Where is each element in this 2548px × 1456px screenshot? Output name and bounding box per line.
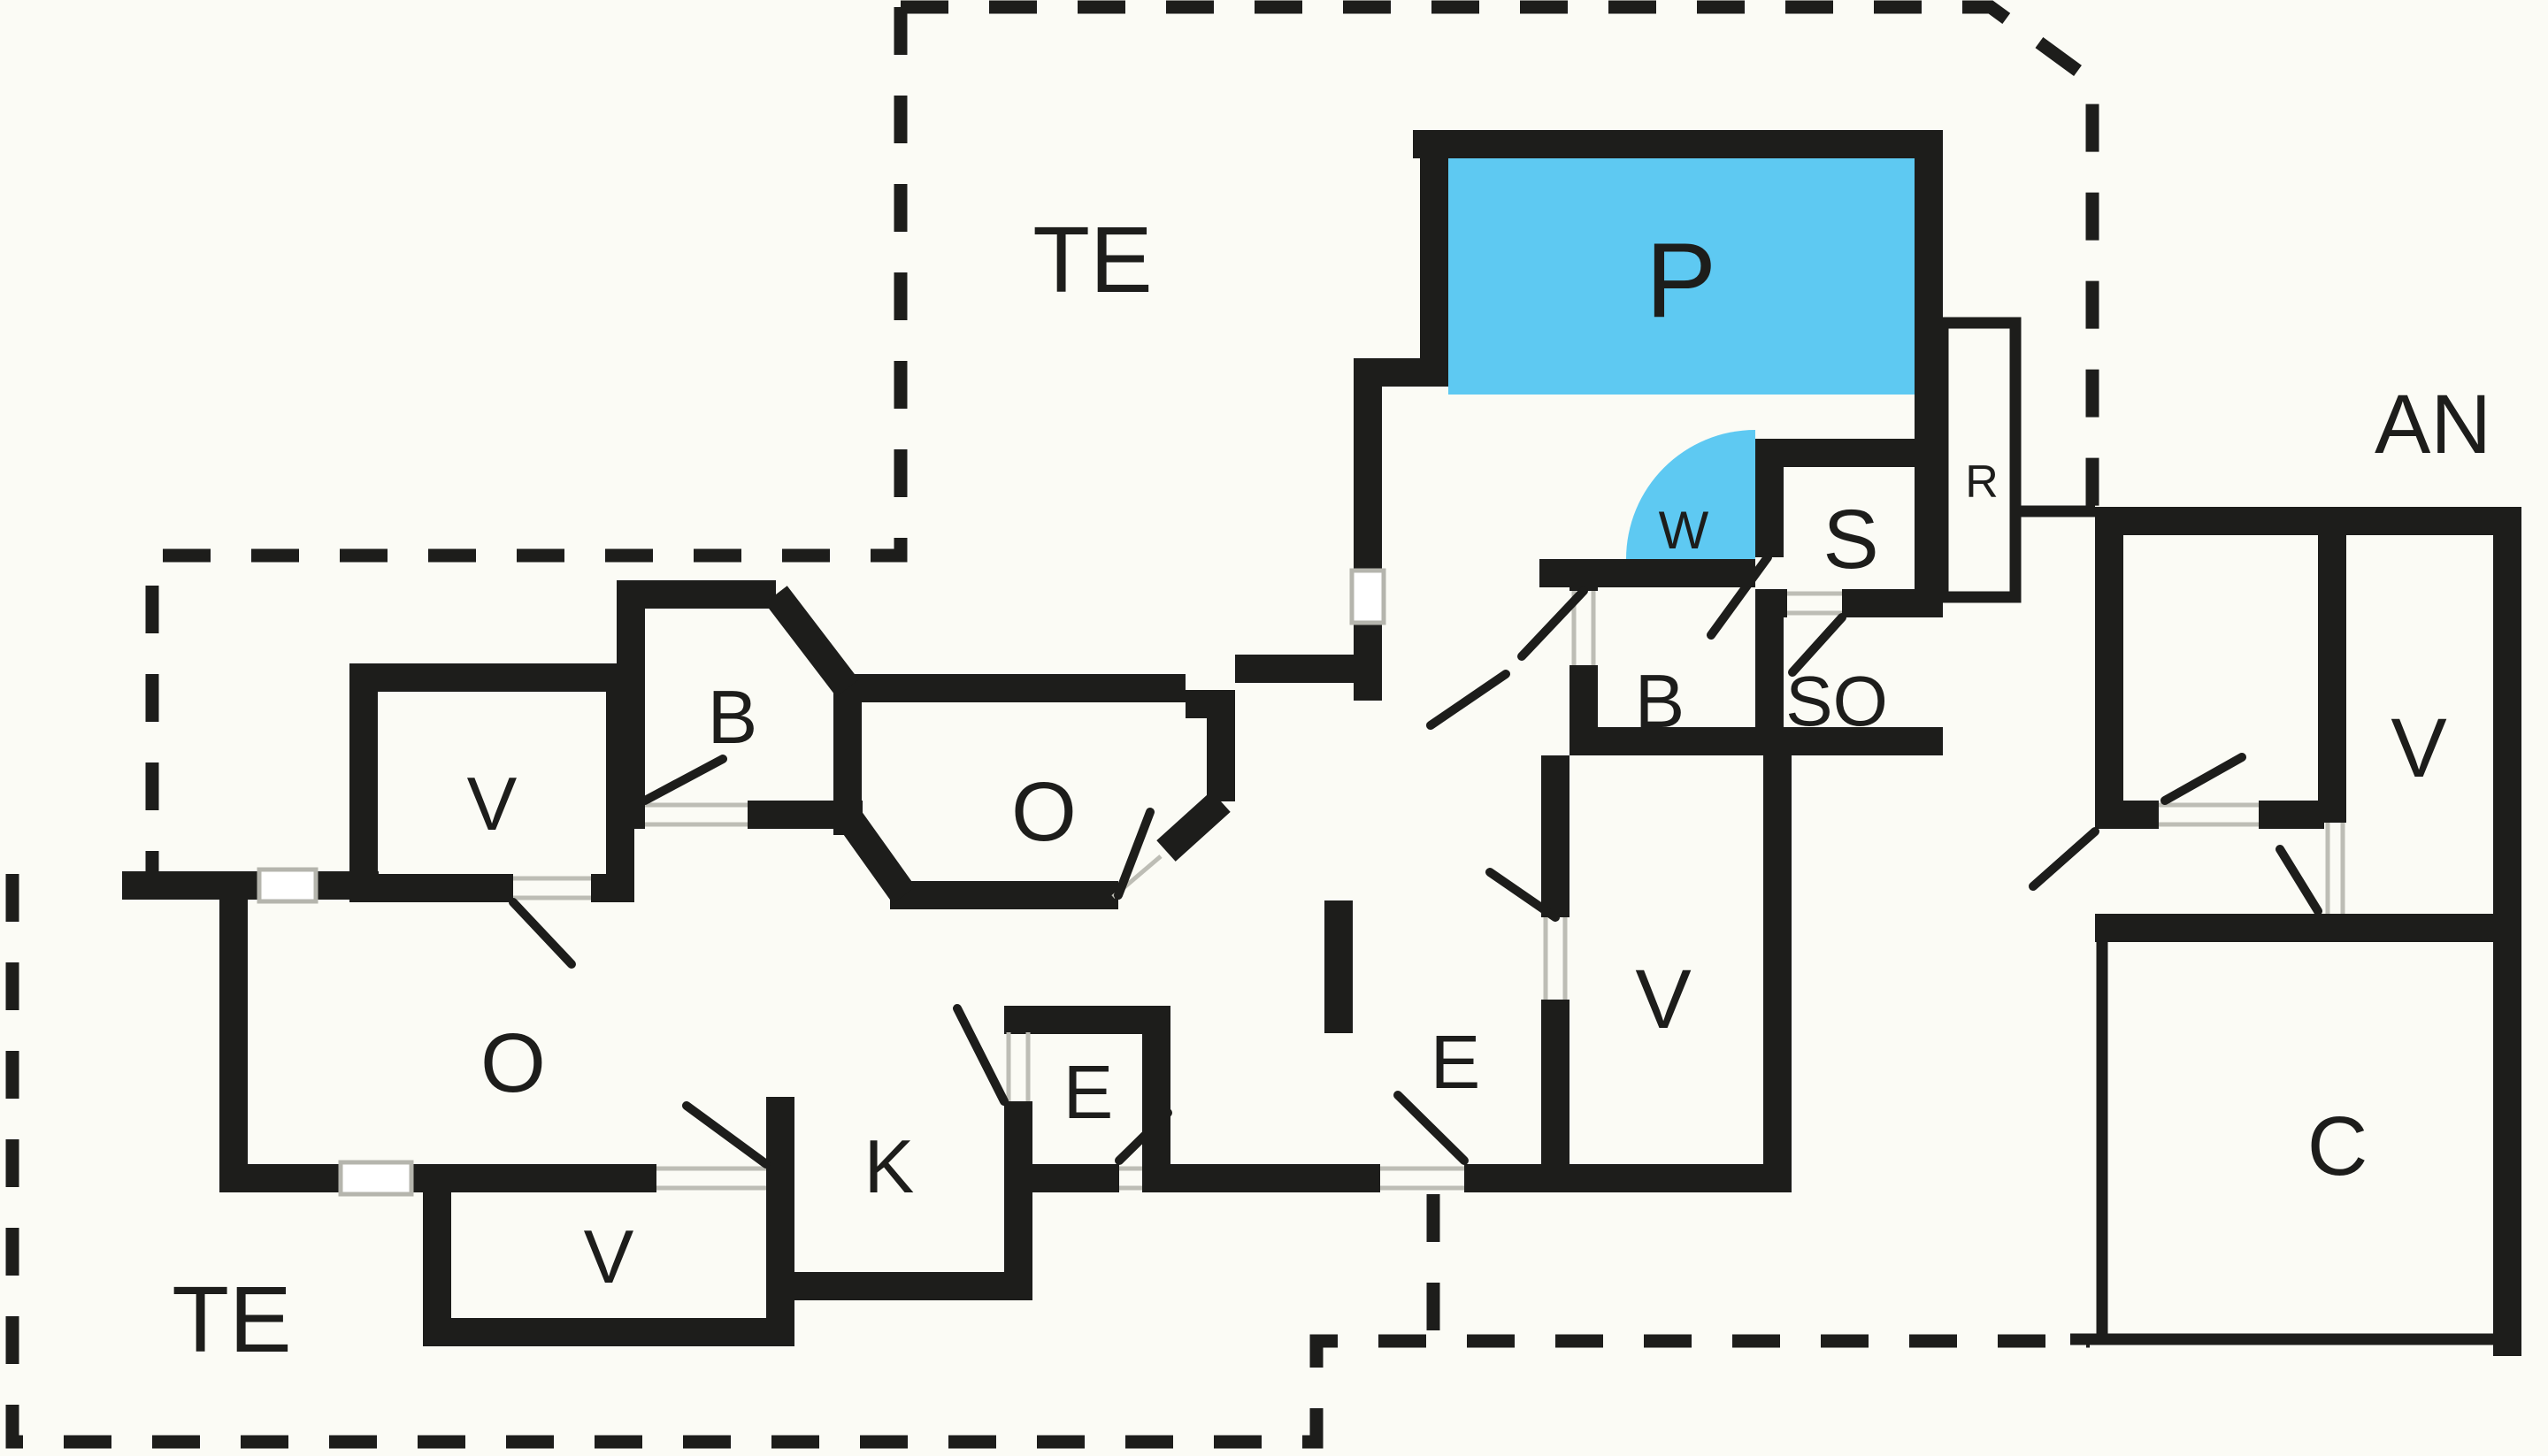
entry-left-inner-door-swing [953,1004,1009,1106]
label-carport: C [2307,1100,2368,1193]
label-bedroom-bottom: V [584,1215,634,1299]
dining-walls [833,674,1235,909]
sauna-walls [1755,439,1943,617]
bedroom-mid-door-swing [1485,868,1560,922]
bedroom-mid-walls [1541,755,1792,1192]
bath-left-door-swing [641,755,727,805]
label-whirlpool: W [1659,501,1709,560]
carport-walls [2070,942,2521,1345]
label-dining: O [1011,765,1077,859]
bedroom-bottom-walls [423,1097,794,1346]
label-shower: SO [1785,662,1888,740]
label-bedroom-mid: V [1635,953,1691,1046]
label-tech-room: R [1965,456,1999,508]
shower-door-swing [1788,613,1846,677]
window-living-south [338,1160,414,1197]
bedroom-bottom-door-swing [682,1101,771,1169]
entry-right-door-swing [1393,1091,1469,1165]
label-bedroom-left: V [467,762,518,847]
label-entry-left: E [1063,1051,1114,1135]
pool-wing-walls [1235,130,1943,701]
bedroom-left-walls [349,663,634,902]
label-living: O [480,1016,546,1110]
bath-shower-walls [1539,559,1943,755]
label-annex: AN [2375,378,2491,471]
annex-walls [2095,507,2521,1356]
dining-door-swing [1114,808,1155,900]
pool [1448,158,1915,395]
label-terrace-bottom: TE [172,1268,291,1372]
kitchen-entry-walls [766,900,1353,1300]
sauna-door-swing [1707,553,1772,640]
terrace-boundary [5,0,2099,1449]
annex-room-door-swing [2160,753,2246,805]
label-bedroom-annex: V [2391,701,2446,795]
window-living-north [257,867,318,904]
label-bath-left: B [708,676,758,760]
bath-right-door-swing [1517,586,1588,661]
tech-room-outline [1937,317,2022,603]
whirlpool-shape [1626,430,1755,559]
window-pool-wall [1349,568,1386,625]
label-pool: P [1646,221,1716,340]
label-terrace-top: TE [1032,208,1152,312]
annex-outer-door-swing [2029,827,2099,891]
label-entry-right: E [1431,1021,1481,1105]
label-kitchen: K [864,1125,915,1209]
hall-door-swing [1426,670,1510,730]
annex-bedroom-door-swing [2276,845,2322,916]
label-sauna: S [1823,493,1878,586]
label-bath-right: B [1635,660,1685,744]
south-wall [1004,1164,1792,1192]
living-walls [122,871,451,1192]
bedroom-left-door-swing [509,898,576,969]
